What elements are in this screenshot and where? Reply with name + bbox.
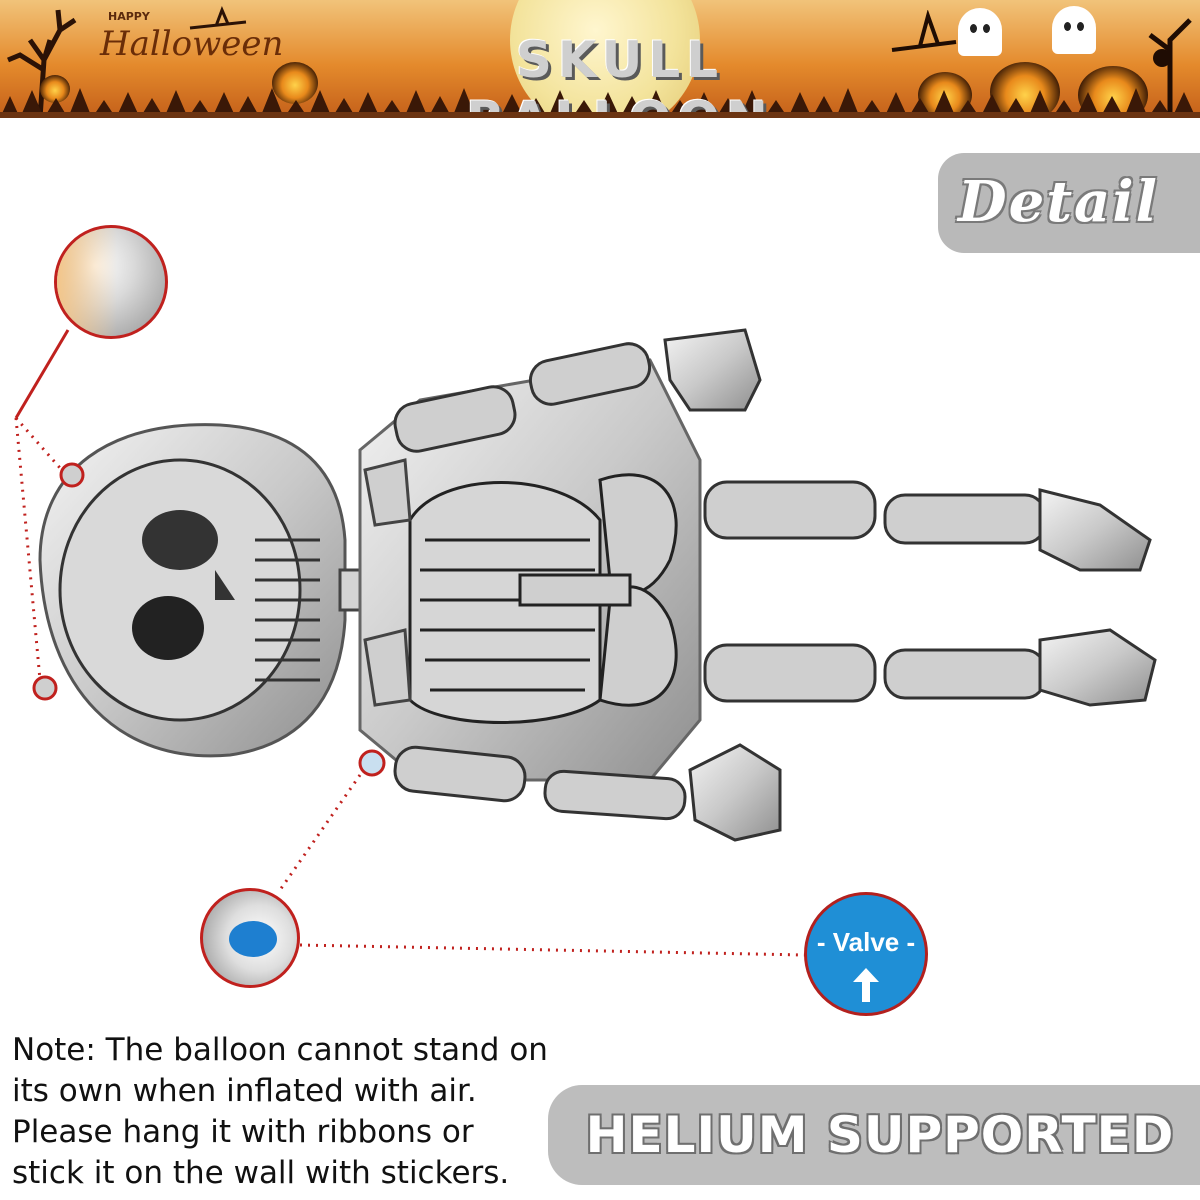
usage-note: Note: The balloon cannot stand on its ow… — [12, 1030, 612, 1194]
halloween-text: Halloween — [100, 24, 284, 64]
witch-icon — [891, 10, 957, 52]
callout-line — [14, 329, 70, 419]
ghost-icon — [1052, 6, 1096, 54]
zoom-detail-valve — [200, 888, 300, 988]
arm-bottom — [393, 743, 782, 842]
tree-icon — [1148, 18, 1192, 118]
torso — [358, 358, 702, 782]
skull — [32, 423, 347, 758]
note-line: Note: The balloon cannot stand on — [12, 1032, 548, 1068]
up-arrow-icon — [853, 968, 879, 1002]
banner-title: SKULL BALLOON — [466, 31, 768, 118]
note-line: stick it on the wall with stickers. — [12, 1155, 510, 1191]
helium-label: HELIUM SUPPORTED — [585, 1106, 1175, 1164]
valve-label: - Valve - — [816, 927, 916, 957]
note-line: its own when inflated with air. — [12, 1073, 477, 1109]
valve-photo — [229, 921, 277, 957]
banner-divider — [0, 112, 1200, 118]
callout-lines — [14, 417, 806, 957]
orange-tint — [57, 228, 117, 336]
helium-badge — [548, 1085, 1200, 1185]
pumpkin-icon — [272, 62, 318, 104]
note-line: Please hang it with ribbons or — [12, 1114, 474, 1150]
detail-label: Detail — [958, 169, 1159, 235]
halloween-banner: HAPPY Halloween SKULL BALLOON — [0, 0, 1200, 118]
tree-icon — [7, 9, 77, 118]
leg-top — [703, 480, 1152, 572]
happy-text: HAPPY — [108, 10, 150, 23]
ghost-icon — [958, 8, 1002, 56]
leg-bottom — [703, 628, 1157, 707]
pumpkin-icon — [990, 62, 1060, 118]
zoom-detail-top — [54, 225, 168, 339]
pumpkin-icon — [40, 75, 70, 103]
witch-icon — [189, 6, 247, 30]
grass-decoration — [0, 88, 1196, 118]
detail-badge — [938, 153, 1200, 253]
moon-icon — [510, 0, 700, 118]
arm-top — [393, 328, 762, 453]
